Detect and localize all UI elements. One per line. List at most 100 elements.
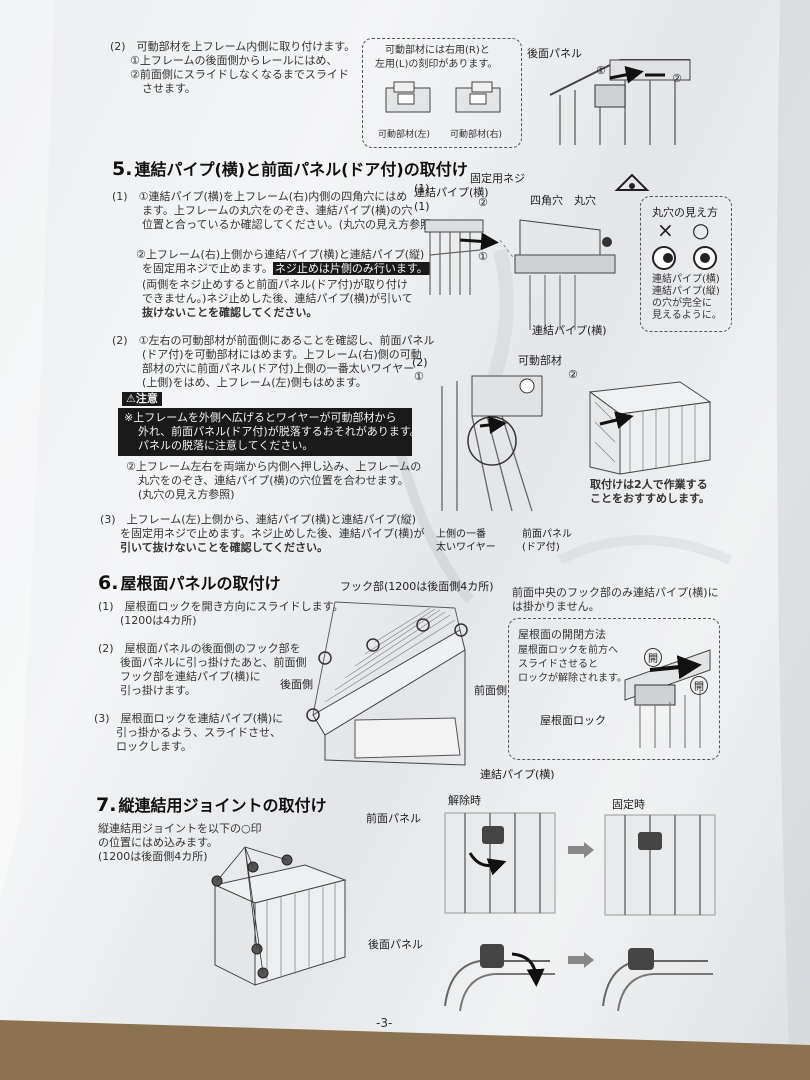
view-line-3: の穴が完全に xyxy=(652,298,712,309)
warning-line-1: ※上フレームを外側へ広げるとワイヤーが可動部材から xyxy=(124,411,397,424)
s7-front-panel-label: 前面パネル xyxy=(366,812,421,825)
open-mark-1: 開 xyxy=(644,648,662,667)
roof-box-line-3: ロックが解除されます。 xyxy=(518,673,627,684)
rear-joint-fixed-illustration xyxy=(602,948,713,1012)
s5-p2b-line-2: 丸穴をのぞき、連結パイプ(横)の穴位置を合わせます。 xyxy=(138,474,409,487)
fig2-circle-1: ① xyxy=(414,370,424,383)
roof-panel-illustration xyxy=(306,601,468,766)
top-wire-line-1: 上側の一番 xyxy=(436,529,486,540)
intro-line-2: ①上フレームの後面側からレールにはめ、 xyxy=(130,54,338,67)
s6-p2-line-4: 引っ掛けます。 xyxy=(120,684,196,697)
round-hole-label: 丸穴 xyxy=(574,194,596,207)
front-panel-line-1: 前面パネル xyxy=(522,529,572,540)
arrow-right-icon-2 xyxy=(568,952,594,968)
intro-parts-box xyxy=(362,38,522,148)
top-wire-label: 上側の一番 太いワイヤー xyxy=(436,528,496,554)
hook-label: フック部(1200は後面側4カ所) xyxy=(340,580,494,593)
screw-one-side-highlight: ネジ止めは片側のみ行います。 xyxy=(272,262,430,275)
intro-box-line-1: 可動部材には右用(R)と xyxy=(385,45,490,56)
s5-p3-line-3: 引いて抜けないことを確認してください。 xyxy=(120,541,329,554)
section-5-heading: 5.連結パイプ(横)と前面パネル(ドア付)の取付け xyxy=(112,156,468,180)
pipe-h-label-2: 連結パイプ(横) xyxy=(532,324,607,337)
part-left-label: 可動部材(左) xyxy=(378,130,431,140)
front-center-line-1: 前面中央のフック部のみ連結パイプ(横)に xyxy=(512,586,719,599)
view-line-1: 連結パイプ(横) xyxy=(652,274,720,285)
two-person-line-2: ことをおすすめします。 xyxy=(590,492,710,505)
open-mark-2: 開 xyxy=(690,676,708,695)
s7-line-3: (1200は後面側4カ所) xyxy=(98,850,208,863)
s5-p1b-line-3: (両側をネジ止めすると前面パネル(ドア付)が取り付け xyxy=(142,278,408,291)
part-right-label: 可動部材(右) xyxy=(450,130,503,140)
roof-box-line-2: スライドさせると xyxy=(518,659,598,670)
s7-rear-panel-label: 後面パネル xyxy=(368,938,423,951)
s6-p2-line-2: 後面パネルに引っ掛けたあと、前面側 xyxy=(120,656,307,669)
s6-p2-line-3: フック部を連結パイプ(横)に xyxy=(120,670,261,683)
fig1-circle-1: ① xyxy=(478,250,488,263)
roof-open-method-box xyxy=(508,618,720,760)
joint-release-illustration xyxy=(444,812,556,914)
arrow-right-icon xyxy=(568,842,594,858)
fig1-number: (1) xyxy=(414,200,430,213)
section-7-title: 縦連結用ジョイントの取付け xyxy=(118,796,327,815)
s7-line-1: 縦連結用ジョイントを以下の○印 xyxy=(98,822,262,835)
s5-p1b-line-4: できません。)ネジ止めした後、連結パイプ(横)が引いて xyxy=(142,292,413,305)
s5-p1b-text: を固定用ネジで止めます。 xyxy=(142,262,273,275)
rear-side-label: 後面側 xyxy=(280,678,313,691)
section-5-title: 連結パイプ(横)と前面パネル(ドア付)の取付け xyxy=(134,160,468,179)
page-number: -3- xyxy=(376,1016,393,1030)
s7-line-2: の位置にはめ込みます。 xyxy=(98,836,218,849)
view-line-4: 見えるように。 xyxy=(652,310,722,321)
s6-p3-line-3: ロックします。 xyxy=(116,740,192,753)
intro-line-4: させます。 xyxy=(142,82,196,95)
s5-p2b-line-3: (丸穴の見え方参照) xyxy=(138,488,235,501)
s5-p1b-line-5: 抜けないことを確認してください。 xyxy=(142,306,318,319)
roof-box-title: 屋根面の開閉方法 xyxy=(518,628,606,641)
fixing-screw-label: 固定用ネジ xyxy=(470,172,525,185)
s5-p3-line-2: を固定用ネジで止めます。ネジ止めした後、連結パイプ(横)が xyxy=(120,527,425,540)
s5-p2-line-2: (ドア付)を可動部材にはめます。上フレーム(右)側の可動 xyxy=(142,348,422,361)
fig1-circle-2: ② xyxy=(478,196,488,209)
section-7-number: 7. xyxy=(96,794,117,816)
intro-box-line-2: 左用(L)の刻印があります。 xyxy=(375,59,498,70)
s5-p1-line-2: ます。上フレームの丸穴をのぞき、連結パイプ(横)の穴 xyxy=(142,204,413,217)
section-7-heading: 7.縦連結用ジョイントの取付け xyxy=(96,792,326,816)
s5-p1-line-1: (1) ①連結パイプ(横)を上フレーム(右)内側の四角穴にはめ xyxy=(112,190,408,203)
circle-mark: ○ xyxy=(692,218,710,242)
hole-alignment-illustration xyxy=(652,246,717,270)
rear-panel-illustration xyxy=(549,59,691,145)
roof-lock-label: 屋根面ロック xyxy=(540,714,606,727)
s6-p1-line-2: (1200は4カ所) xyxy=(120,614,197,627)
fixed-label: 固定時 xyxy=(612,798,645,811)
s5-p2-line-3: 部材の穴に前面パネル(ドア付)上側の一番太いワイヤー xyxy=(142,362,415,375)
pipe-label-6: 連結パイプ(横) xyxy=(480,768,555,781)
s6-p1-line-1: (1) 屋根面ロックを開き方向にスライドします。 xyxy=(98,600,344,613)
top-wire-line-2: 太いワイヤー xyxy=(436,542,496,553)
front-panel-attach-illustration xyxy=(441,375,543,512)
eye-icon xyxy=(614,173,650,191)
cage-two-person-illustration xyxy=(588,381,712,475)
section-6-title: 屋根面パネルの取付け xyxy=(120,574,281,593)
section-5-number: 5. xyxy=(112,158,133,180)
s6-p3-line-2: 引っ掛かるよう、スライドさせ、 xyxy=(116,726,281,739)
s5-p1b-line-1: ②上フレーム(右)上側から連結パイプ(横)と連結パイプ(縦) xyxy=(136,248,425,261)
intro-line-3: ②前面側にスライドしなくなるまでスライド xyxy=(130,68,349,81)
cage-joint-positions-illustration xyxy=(211,846,347,986)
front-panel-line-2: (ドア付) xyxy=(522,542,560,553)
s5-p2-line-4: (上側)をはめ、上フレーム(左)側もはめます。 xyxy=(142,376,367,389)
s5-p1b-line-2: を固定用ネジで止めます。ネジ止めは片側のみ行います。 xyxy=(142,262,430,276)
pipe-h-label: 連結パイプ(横) xyxy=(414,186,489,199)
fig1-label: (1) xyxy=(414,182,430,195)
release-label: 解除時 xyxy=(448,794,481,807)
front-side-label: 前面側 xyxy=(474,684,507,697)
rear-panel-label: 後面パネル xyxy=(527,47,582,60)
roof-box-line-1: 屋根面ロックを前方へ xyxy=(518,645,618,656)
section-6-heading: 6.屋根面パネルの取付け xyxy=(98,570,280,594)
rear-joint-release-illustration xyxy=(444,944,555,1012)
fig2-label: (2) xyxy=(412,356,428,369)
s5-p1-line-3: 位置と合っているか確認してください。(丸穴の見え方参照) xyxy=(142,218,436,231)
s6-p3-line-1: (3) 屋根面ロックを連結パイプ(横)に xyxy=(94,712,284,725)
warning-line-3: パネルの脱落に注意してください。 xyxy=(138,439,314,452)
cross-mark: × xyxy=(657,218,674,242)
s5-p2b-line-1: ②上フレーム左右を両端から内側へ押し込み、上フレームの xyxy=(126,460,422,473)
